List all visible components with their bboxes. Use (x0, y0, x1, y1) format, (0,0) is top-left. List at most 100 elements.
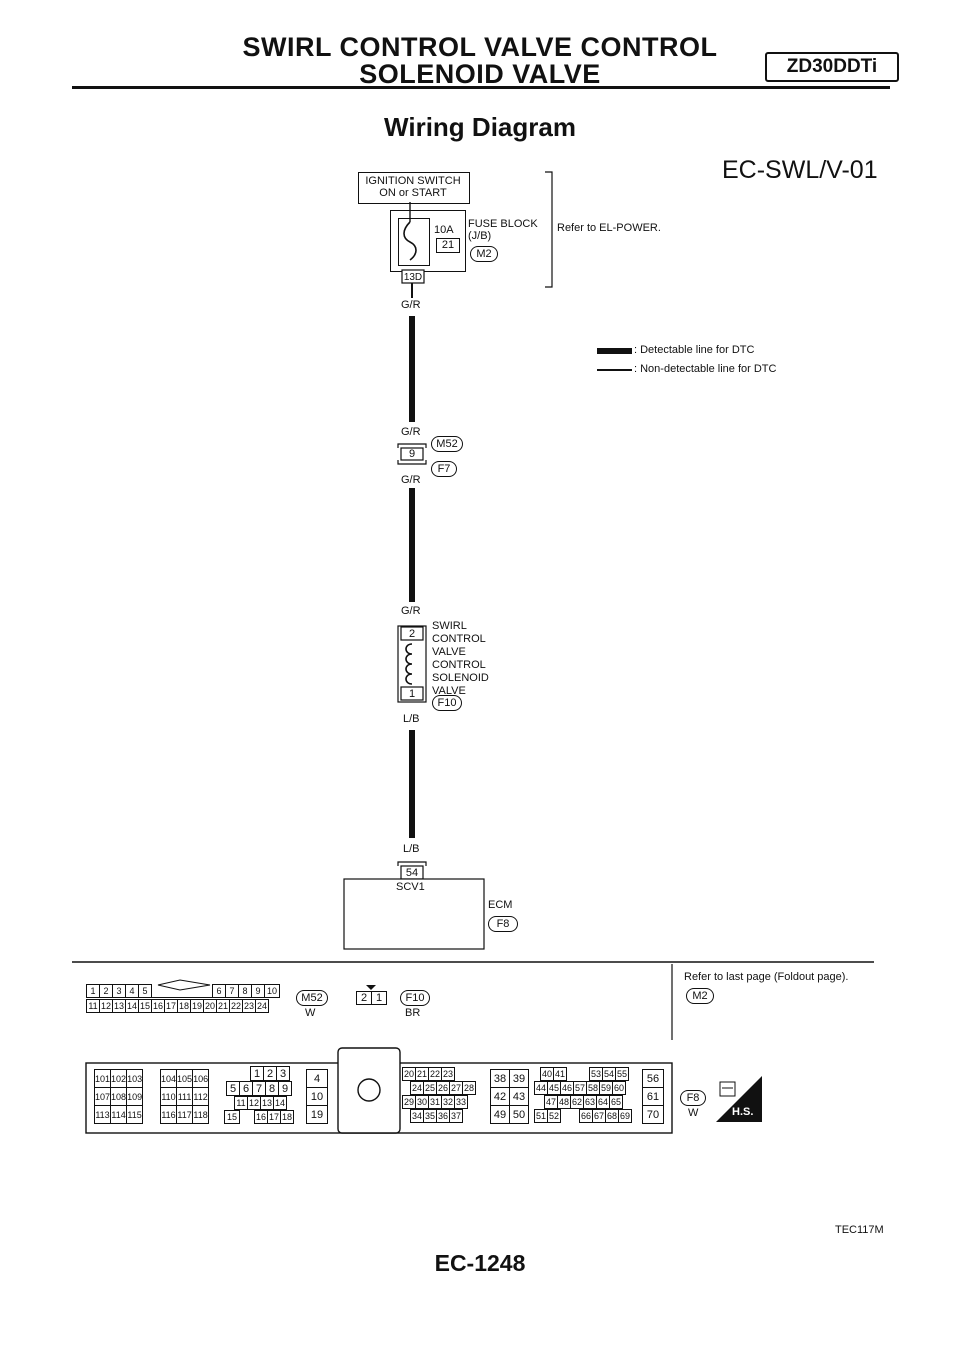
f8-pin: 58 (586, 1081, 600, 1095)
m52-pin: 18 (177, 999, 191, 1013)
f10-connector-face: 2 1 (356, 991, 387, 1005)
m52-pin: 11 (86, 999, 100, 1013)
f8-block-7-row1: 40 41 53 54 55 (540, 1067, 629, 1081)
f8-pin: 107 (93, 1087, 112, 1106)
fuse-number: 21 (436, 238, 460, 253)
f8-pin: 7 (252, 1081, 266, 1096)
f8-pin: 38 (490, 1069, 510, 1088)
fuse-terminal: 13D (403, 272, 423, 283)
f8-pin: 29 (402, 1095, 416, 1109)
jc-pin: 9 (408, 448, 416, 460)
f8-pin: 39 (509, 1069, 529, 1088)
f8-pin: 103 (126, 1069, 144, 1088)
fuse-symbol-icon (403, 221, 417, 261)
diagram-title: Wiring Diagram (384, 112, 576, 142)
f8-pin: 47 (544, 1095, 558, 1109)
f10-pin: 2 (356, 991, 372, 1005)
f8-pin: 42 (490, 1087, 510, 1106)
refer-el-power: Refer to EL-POWER. (557, 222, 661, 234)
ecm-connector-f8: F8 (488, 916, 518, 932)
f8-pin: 65 (609, 1095, 623, 1109)
f8-pin: 26 (436, 1081, 450, 1095)
f10-pin: 1 (371, 991, 387, 1005)
f8-pin: 67 (592, 1109, 606, 1123)
refer-foldout: Refer to last page (Foldout page). (684, 971, 849, 983)
f8-pin: 32 (441, 1095, 455, 1109)
f8-pin: 51 (534, 1109, 548, 1123)
m52-pin: 3 (112, 984, 126, 998)
f8-pin: 43 (509, 1087, 529, 1106)
m52-connector-face: 1 2 3 4 5 6 7 8 9 10 (86, 984, 280, 998)
f8-pin: 64 (596, 1095, 610, 1109)
f8-pin: 14 (273, 1096, 287, 1110)
f8-pin: 48 (557, 1095, 571, 1109)
fuse-rating: 10A (434, 224, 454, 236)
f8-pin: 18 (280, 1110, 294, 1124)
f8-block-5-row4: 34 35 36 37 (410, 1109, 463, 1123)
f8-pin: 1 (250, 1066, 264, 1081)
m52-pin: 12 (99, 999, 113, 1013)
legend-detectable-text: : Detectable line for DTC (634, 344, 755, 356)
section-title-line2: SOLENOID VALVE (359, 59, 601, 89)
m52-pin: 6 (212, 984, 226, 998)
ecm-pin-shroud (397, 861, 427, 866)
f8-pin: 12 (247, 1096, 261, 1110)
f8-block-7-row2: 44 45 46 57 58 59 60 (534, 1081, 626, 1095)
f8-pin: 40 (540, 1067, 554, 1081)
f8-pin: 25 (423, 1081, 437, 1095)
ignition-state-label: ON or START (379, 187, 447, 199)
m52-pin: 9 (251, 984, 265, 998)
m52-connector-face-row2: 11 12 13 14 15 16 17 18 19 20 21 22 23 2… (86, 999, 269, 1013)
f8-pin: 111 (176, 1087, 194, 1106)
f8-pin: 3 (276, 1066, 290, 1081)
f8-block-3-row2: 5 6 7 8 9 (226, 1081, 292, 1096)
sol-wire-out: L/B (403, 713, 420, 725)
f8-pin: 104 (159, 1069, 178, 1088)
f8-pin: 49 (490, 1105, 510, 1124)
f8-pin: 63 (583, 1095, 597, 1109)
f8-block-7-row4: 51 52 66 67 68 69 (534, 1109, 632, 1123)
f8-pin: 102 (110, 1069, 128, 1088)
jc-conn-f7: F7 (431, 461, 457, 477)
m52-pin: 15 (138, 999, 152, 1013)
m52-pin: 2 (99, 984, 113, 998)
sol-label-5: SOLENOID (432, 672, 489, 684)
foldout-connector-m2: M2 (686, 988, 714, 1004)
f8-connector-color: W (688, 1107, 699, 1119)
f8-pin: 113 (93, 1105, 112, 1124)
f8-pin: 62 (570, 1095, 584, 1109)
fuse-block-jb: (J/B) (468, 230, 492, 242)
jc-wire-bottom: G/R (401, 474, 421, 486)
f8-pin: 24 (410, 1081, 424, 1095)
m52-pin: 23 (242, 999, 256, 1013)
ecm-terminal-name: SCV1 (396, 881, 425, 893)
jc-pin-box (400, 447, 424, 461)
f10-connector-color: BR (405, 1007, 421, 1019)
ignition-switch-label: IGNITION SWITCH (365, 175, 461, 187)
ignition-switch-box (358, 172, 470, 204)
hs-connector-icon (719, 1081, 736, 1097)
solenoid-label: SWIRL CONTROL VALVE CONTROL SOLENOID VAL… (432, 620, 489, 698)
f8-pin: 21 (415, 1067, 429, 1081)
jc-top-shroud (397, 443, 427, 448)
f8-block-5-row3: 29 30 31 32 33 (402, 1095, 468, 1109)
f8-pin: 56 (642, 1069, 664, 1088)
solenoid-pin1-box (400, 686, 424, 701)
sol-connector-f10: F10 (432, 695, 462, 711)
f8-pin: 53 (589, 1067, 603, 1081)
fuse-block-box (390, 210, 466, 272)
f8-block-3: 1 2 3 5 6 7 8 9 11 12 13 14 15 16 17 18 (224, 1066, 294, 1124)
m52-pin: 5 (138, 984, 152, 998)
f8-pin: 112 (192, 1087, 210, 1106)
m52-pin: 14 (125, 999, 139, 1013)
f8-pin: 101 (93, 1069, 112, 1088)
f8-pin: 37 (449, 1109, 463, 1123)
jc-conn-m52: M52 (431, 436, 463, 452)
f8-pin: 52 (547, 1109, 561, 1123)
f8-pin: 106 (192, 1069, 210, 1088)
figure-id: TEC117M (835, 1224, 884, 1236)
wire-color-gr-1: G/R (401, 299, 421, 311)
m52-connector-color: W (305, 1007, 316, 1019)
f8-pin: 46 (560, 1081, 574, 1095)
